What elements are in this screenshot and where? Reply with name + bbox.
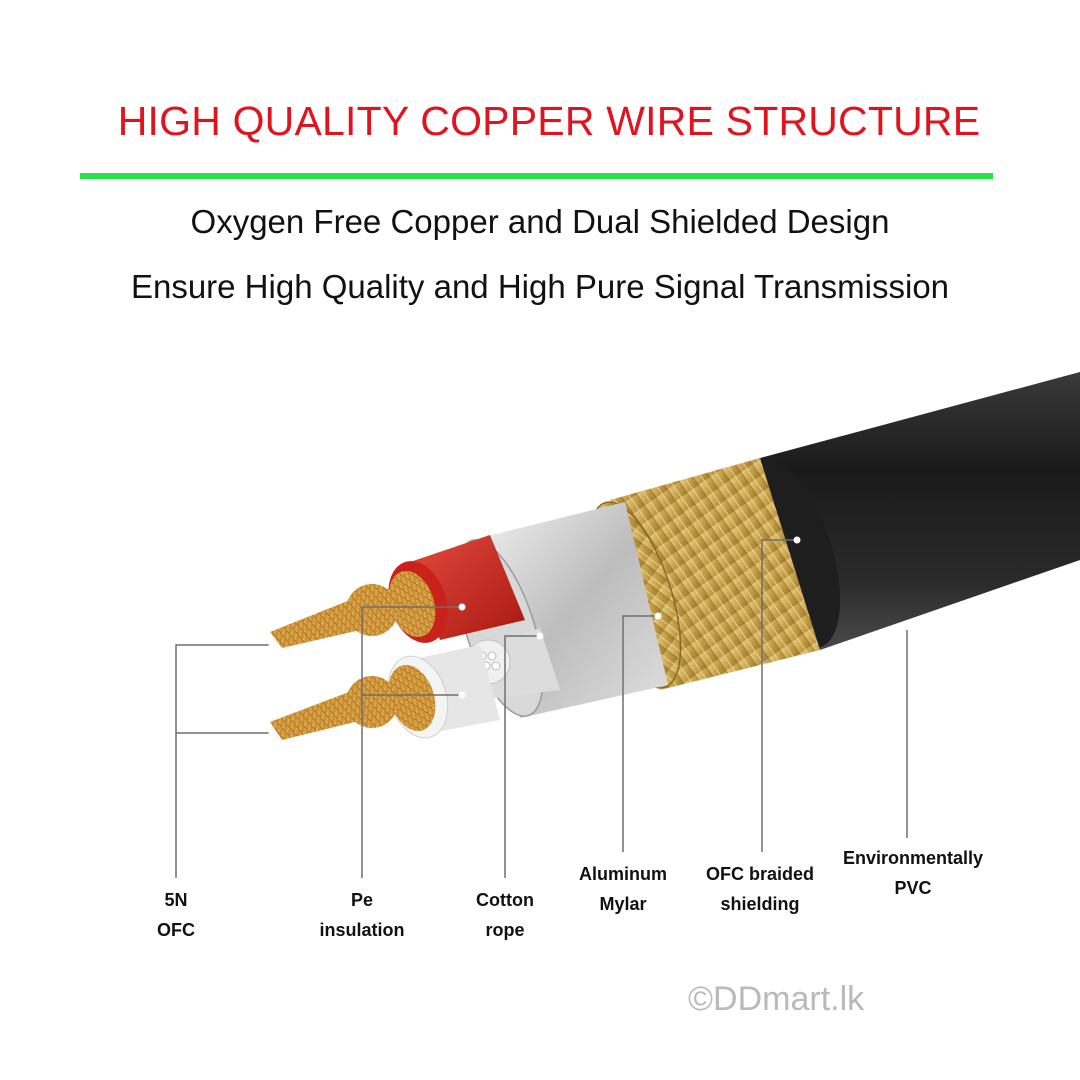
leader-line-aluminum-mylar: [622, 615, 658, 852]
label-line-1: Cotton: [476, 890, 534, 910]
subtitle-line-1: Oxygen Free Copper and Dual Shielded Des…: [190, 203, 890, 240]
label-line-1: Pe: [350, 890, 374, 910]
label-line-2: PVC: [894, 878, 932, 898]
page-title: HIGH QUALITY COPPER WIRE STRUCTURE: [117, 98, 981, 144]
green-divider: [80, 173, 993, 179]
leader-line-cotton-rope: [504, 635, 540, 878]
label-line-2: OFC: [157, 920, 195, 940]
label-line-2: rope: [485, 920, 525, 940]
label-pe-insulation: Pe insulation: [262, 885, 462, 945]
label-cotton-rope: Cotton rope: [405, 885, 605, 945]
leader-line-5n-ofc: [175, 644, 272, 878]
label-5n-ofc: 5N OFC: [76, 885, 276, 945]
label-line-1: 5N: [164, 890, 188, 910]
label-environmentally-pvc: Environmentally PVC: [813, 843, 1013, 903]
leader-lines: [175, 539, 908, 878]
label-line-2: insulation: [319, 920, 405, 940]
label-aluminum-mylar: Aluminum Mylar: [523, 859, 723, 919]
label-line-1: Environmentally: [842, 848, 984, 868]
subtitle-line-2: Ensure High Quality and High Pure Signal…: [130, 268, 950, 305]
white-insulated-conductor: [270, 645, 500, 740]
leader-dots: [268, 536, 801, 737]
label-line-2: shielding: [720, 894, 800, 914]
leader-line-pe-insulation: [361, 606, 460, 878]
leader-line-braided-shielding: [761, 539, 797, 852]
watermark: ©DDmart.lk: [688, 980, 865, 1018]
label-line-1: Aluminum: [579, 864, 667, 884]
label-line-2: Mylar: [599, 894, 647, 914]
label-line-1: OFC braided: [705, 864, 814, 884]
red-insulated-conductor: [270, 535, 525, 648]
label-ofc-braided-shielding: OFC braided shielding: [660, 859, 860, 919]
